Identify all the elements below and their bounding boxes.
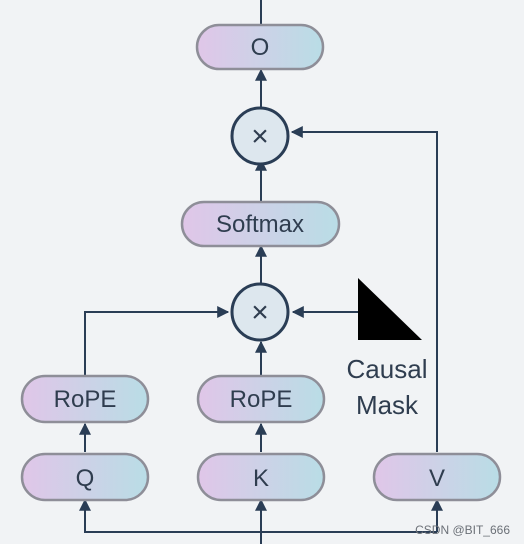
causal-mask-label-line2: Mask [356, 390, 419, 420]
connector-input-to-q [79, 498, 437, 533]
node-k: K [196, 452, 326, 502]
causal-mask-triangle-icon [358, 278, 422, 340]
node-v-label: V [429, 465, 445, 492]
multiply-top-icon: × [251, 120, 269, 153]
node-o: O [195, 23, 325, 71]
node-q-label: Q [76, 465, 95, 492]
node-k-label: K [253, 465, 269, 492]
node-rope-k: RoPE [196, 374, 326, 424]
multiply-top: × [230, 106, 290, 166]
causal-mask-label-line1: Causal [347, 354, 428, 384]
connectors [79, 0, 443, 544]
node-rope-q: RoPE [20, 374, 150, 424]
node-softmax-label: Softmax [216, 211, 304, 238]
node-softmax: Softmax [180, 200, 341, 248]
node-q: Q [20, 452, 150, 502]
watermark: CSDN @BIT_666 [415, 523, 510, 537]
connector-ropeq-to-mul [84, 306, 230, 376]
connector-v-to-mul [290, 126, 438, 452]
multiply-bottom: × [230, 282, 290, 342]
node-v: V [372, 452, 502, 502]
node-o-label: O [251, 34, 270, 61]
node-rope-k-label: RoPE [230, 386, 293, 413]
multiply-bottom-icon: × [251, 296, 269, 329]
node-rope-q-label: RoPE [54, 386, 117, 413]
